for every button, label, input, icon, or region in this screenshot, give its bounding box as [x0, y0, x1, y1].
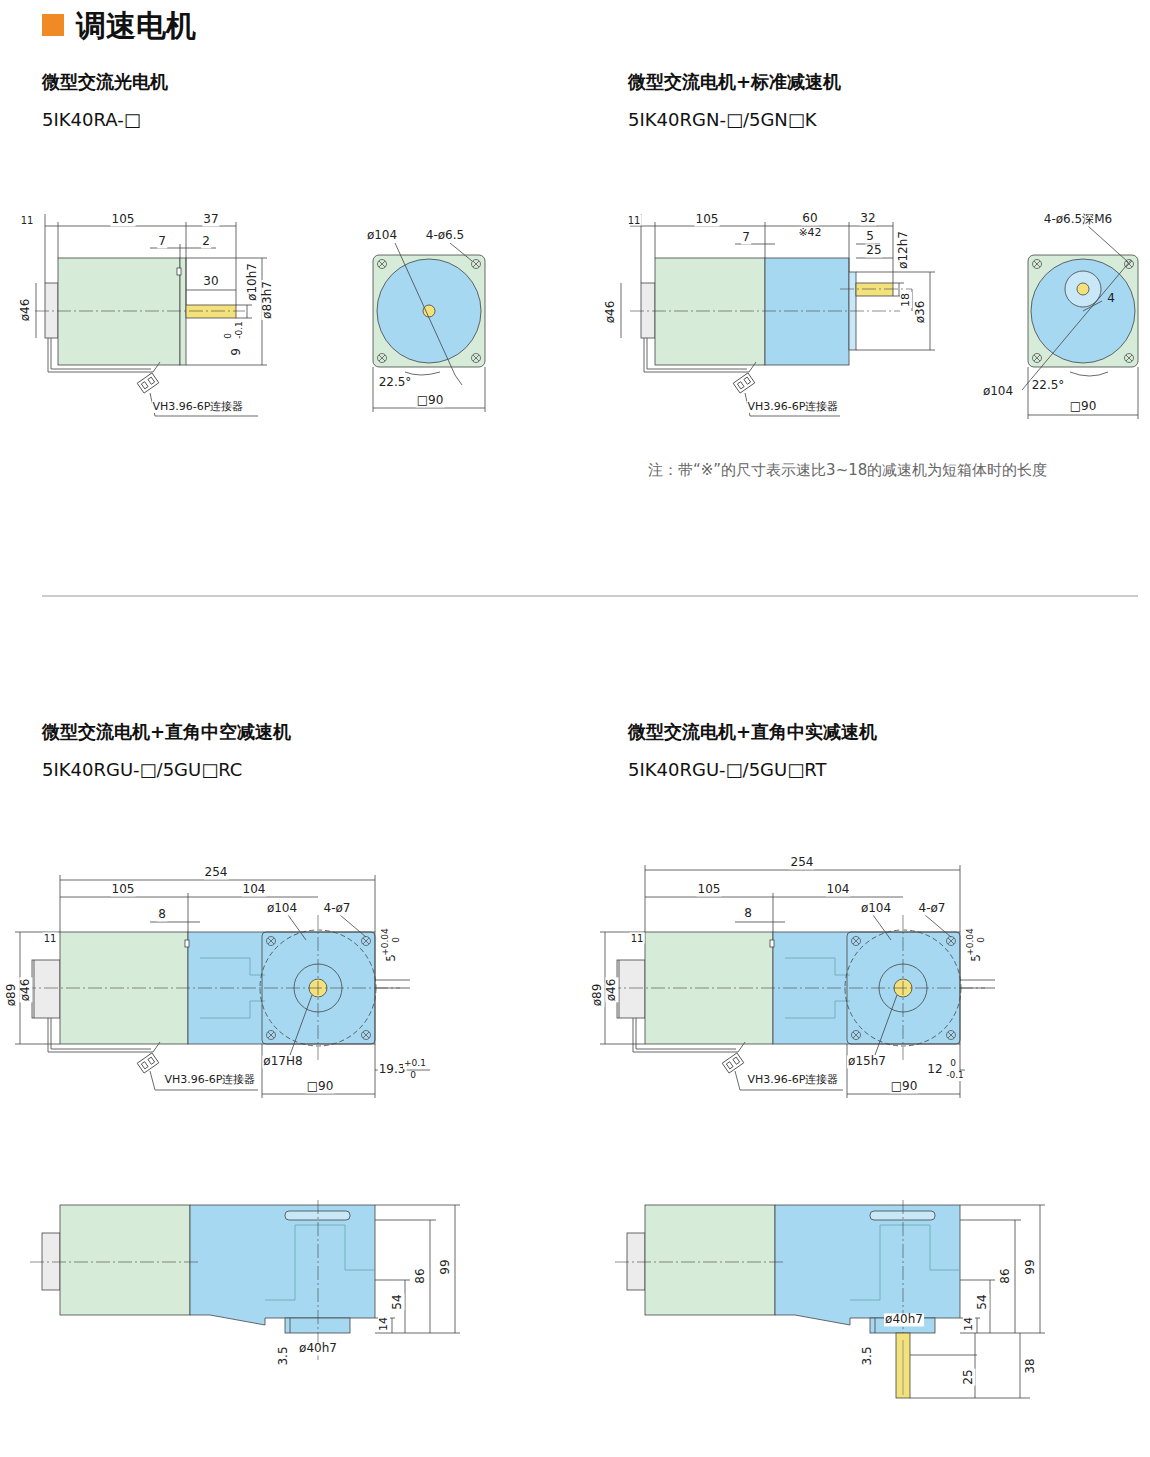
model-number: 5IK40RA-□: [42, 110, 141, 130]
dimension-label: -0.1: [945, 1071, 965, 1081]
dimension-label: 105: [697, 883, 722, 896]
section-heading: 微型交流电机+直角中实减速机: [628, 722, 877, 742]
model-number: 5IK40RGU-□/5GU□RC: [42, 760, 242, 780]
dimension-label: 0: [409, 1071, 417, 1081]
dimension-label: 0: [949, 1059, 957, 1069]
dimension-label: ø15h7: [847, 1055, 887, 1068]
dimension-label: □90: [306, 1080, 335, 1093]
dimension-label: VH3.96-6P连接器: [747, 1074, 840, 1086]
dimension-label: 32: [859, 212, 876, 225]
dimension-label: 25: [865, 244, 882, 257]
dimension-label: +0.1: [403, 1059, 427, 1069]
dimension-label: 86: [414, 1267, 427, 1284]
dimension-label: □90: [416, 394, 445, 407]
dimension-label: 54: [391, 1293, 404, 1310]
dimension-label: 4-ø6.5深M6: [1043, 213, 1113, 226]
dimension-label: 104: [826, 883, 851, 896]
dimension-label: 4-ø6.5: [425, 229, 465, 242]
dimension-label: 7: [741, 231, 751, 244]
dimension-label: ø46: [19, 978, 32, 1003]
dimension-label: VH3.96-6P连接器: [164, 1074, 257, 1086]
dimension-label: 30: [202, 275, 219, 288]
note-text: 注：带“※”的尺寸表示速比3~18的减速机为短箱体时的长度: [648, 462, 1047, 479]
dimension-label: 254: [204, 866, 229, 879]
dimension-label: 5: [865, 230, 875, 243]
dimension-label: 54: [976, 1293, 989, 1310]
dimension-label: 11: [20, 215, 35, 226]
dimension-label: 7: [157, 235, 167, 248]
section-heading: 微型交流光电机: [42, 72, 168, 92]
dimension-label: 11: [627, 215, 642, 226]
dimension-label: 99: [439, 1258, 452, 1275]
dimension-label: ※42: [797, 227, 822, 239]
dimension-label: 4-ø7: [323, 902, 352, 915]
dimension-label: 11: [630, 933, 645, 944]
dimension-label: ø46: [605, 978, 618, 1003]
dimension-label: ø104: [860, 902, 892, 915]
dimension-label: ø104: [982, 385, 1014, 398]
dimension-label: 12: [926, 1063, 943, 1076]
dimension-label: □90: [890, 1080, 919, 1093]
dimension-label: 37: [202, 213, 219, 226]
dimension-label: ø17H8: [262, 1055, 303, 1068]
dimension-label: 19.3: [378, 1063, 407, 1076]
dimension-label: VH3.96-6P连接器: [152, 401, 245, 413]
dimension-label: 0: [224, 332, 234, 340]
dimension-label: 60: [801, 212, 818, 225]
dimension-label: 86: [999, 1267, 1012, 1284]
dimension-label: ø36: [914, 300, 927, 325]
dimension-label: 18: [900, 292, 912, 308]
dimension-label: 104: [242, 883, 267, 896]
dimension-label: 4-ø7: [918, 902, 947, 915]
dimension-label: 0: [977, 936, 987, 944]
dimension-label: 14: [963, 1316, 975, 1332]
model-number: 5IK40RGN-□/5GN□K: [628, 110, 817, 130]
model-number: 5IK40RGU-□/5GU□RT: [628, 760, 826, 780]
dimension-label: ø10h7: [246, 262, 259, 302]
dimension-label: ø83h7: [261, 280, 274, 320]
dimension-label: 11: [43, 933, 58, 944]
section-heading: 微型交流电机+标准减速机: [628, 72, 841, 92]
dimension-label: 9: [230, 347, 243, 357]
dimension-label: 3.5: [277, 1345, 290, 1366]
dimension-label: □90: [1069, 400, 1098, 413]
dimension-label: +0.04: [381, 927, 391, 957]
dimension-label: ø40h7: [884, 1313, 924, 1326]
page-title: 调速电机: [76, 9, 196, 42]
dimension-label: 2: [201, 235, 211, 248]
dimension-label: 22.5°: [1031, 379, 1066, 392]
dimension-label: -0.1: [235, 320, 245, 340]
dimension-label: 105: [695, 213, 720, 226]
dimension-label: ø104: [266, 902, 298, 915]
dimension-label: 254: [790, 856, 815, 869]
dimension-label: VH3.96-6P连接器: [747, 401, 840, 413]
dimension-label: 3.5: [861, 1345, 874, 1366]
dimension-label: 14: [378, 1316, 390, 1332]
dimension-label: ø89: [591, 983, 604, 1008]
dimension-label: ø46: [19, 298, 32, 323]
dimension-label: ø89: [5, 983, 18, 1008]
dimension-label: ø12h7: [897, 230, 910, 270]
dimension-label: ø46: [604, 300, 617, 325]
dimension-label: 99: [1024, 1258, 1037, 1275]
section-heading: 微型交流电机+直角中空减速机: [42, 722, 291, 742]
dimension-label: ø104: [366, 229, 398, 242]
title-mark: [42, 14, 64, 36]
dimension-label: 4: [1106, 292, 1116, 305]
dimension-label: 8: [157, 908, 167, 921]
dimension-label: 105: [111, 883, 136, 896]
dimension-label: 25: [962, 1368, 975, 1385]
dimension-label: 22.5°: [378, 376, 413, 389]
dimension-label: 105: [111, 213, 136, 226]
dimension-label: 38: [1024, 1357, 1037, 1374]
dimension-label: ø40h7: [298, 1342, 338, 1355]
dimension-label: 0: [392, 936, 402, 944]
dimension-label: 8: [743, 907, 753, 920]
dimension-label: +0.04: [966, 927, 976, 957]
